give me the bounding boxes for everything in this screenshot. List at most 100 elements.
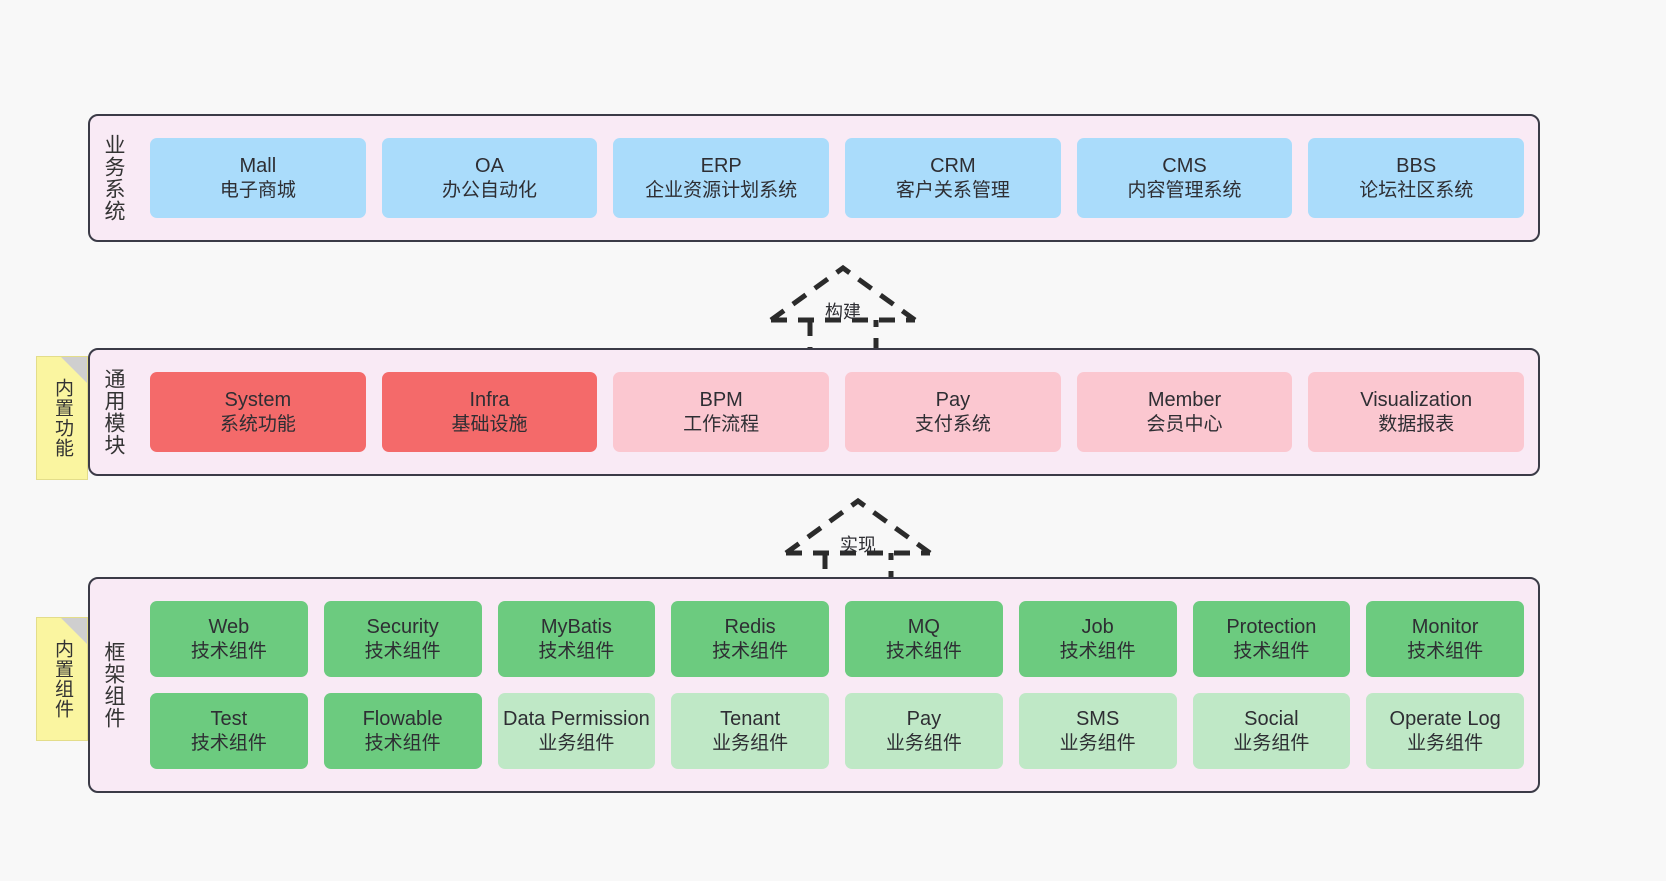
card-subtitle: 技术组件 bbox=[364, 732, 441, 754]
card-title: BBS bbox=[1396, 155, 1437, 178]
card-pay-module[interactable]: Pay 支付系统 bbox=[845, 372, 1061, 452]
card-bpm[interactable]: BPM 工作流程 bbox=[613, 372, 830, 452]
layer-body-framework: Web 技术组件 Security 技术组件 MyBatis 技术组件 Redi… bbox=[136, 579, 1538, 791]
layer-title-business: 业务系统 bbox=[102, 134, 126, 222]
card-social[interactable]: Social 业务组件 bbox=[1192, 693, 1351, 769]
card-pay-component[interactable]: Pay 业务组件 bbox=[845, 693, 1003, 769]
connector-implement: 实现 bbox=[778, 495, 938, 595]
card-subtitle: 会员中心 bbox=[1146, 413, 1223, 435]
card-title: SMS bbox=[1075, 708, 1120, 731]
card-subtitle: 技术组件 bbox=[190, 640, 267, 662]
card-infra[interactable]: Infra 基础设施 bbox=[381, 372, 598, 452]
card-title: Member bbox=[1147, 389, 1222, 412]
card-protection[interactable]: Protection 技术组件 bbox=[1192, 601, 1351, 677]
card-subtitle: 技术组件 bbox=[1407, 640, 1484, 662]
card-tenant[interactable]: Tenant 业务组件 bbox=[671, 693, 829, 769]
card-row: Web 技术组件 Security 技术组件 MyBatis 技术组件 Redi… bbox=[150, 601, 1524, 677]
card-subtitle: 办公自动化 bbox=[442, 179, 538, 201]
card-subtitle: 技术组件 bbox=[712, 640, 789, 662]
card-subtitle: 技术组件 bbox=[364, 640, 441, 662]
card-title: Monitor bbox=[1411, 616, 1479, 639]
card-title: Pay bbox=[906, 708, 942, 731]
card-monitor[interactable]: Monitor 技术组件 bbox=[1366, 601, 1524, 677]
layer-body-modules: System 系统功能 Infra 基础设施 BPM 工作流程 Pay 支付系统… bbox=[136, 350, 1538, 474]
card-title: Web bbox=[208, 616, 250, 639]
card-security[interactable]: Security 技术组件 bbox=[323, 601, 482, 677]
card-subtitle: 系统功能 bbox=[219, 413, 296, 435]
card-system[interactable]: System 系统功能 bbox=[150, 372, 366, 452]
note-label: 内置功能 bbox=[51, 378, 73, 458]
card-title: System bbox=[224, 389, 292, 412]
card-subtitle: 业务组件 bbox=[1059, 732, 1136, 754]
connector-build: 构建 bbox=[763, 262, 923, 362]
card-subtitle: 基础设施 bbox=[451, 413, 528, 435]
card-title: Security bbox=[366, 616, 439, 639]
card-subtitle: 业务组件 bbox=[712, 732, 789, 754]
card-row: Mall 电子商城 OA 办公自动化 ERP 企业资源计划系统 CRM 客户关系… bbox=[150, 138, 1525, 218]
card-subtitle: 论坛社区系统 bbox=[1359, 179, 1474, 201]
card-redis[interactable]: Redis 技术组件 bbox=[671, 601, 829, 677]
card-data-permission[interactable]: Data Permission 业务组件 bbox=[497, 693, 656, 769]
card-job[interactable]: Job 技术组件 bbox=[1018, 601, 1177, 677]
folded-corner-icon bbox=[61, 357, 87, 383]
card-title: Test bbox=[210, 708, 248, 731]
card-mq[interactable]: MQ 技术组件 bbox=[845, 601, 1003, 677]
card-flowable[interactable]: Flowable 技术组件 bbox=[323, 693, 482, 769]
card-subtitle: 数据报表 bbox=[1378, 413, 1455, 435]
card-web[interactable]: Web 技术组件 bbox=[150, 601, 308, 677]
card-subtitle: 业务组件 bbox=[1407, 732, 1484, 754]
card-title: Redis bbox=[724, 616, 776, 639]
layer-body-business: Mall 电子商城 OA 办公自动化 ERP 企业资源计划系统 CRM 客户关系… bbox=[136, 116, 1538, 240]
card-title: CMS bbox=[1162, 155, 1207, 178]
card-title: MQ bbox=[907, 616, 940, 639]
card-subtitle: 工作流程 bbox=[683, 413, 760, 435]
card-title: BPM bbox=[699, 389, 743, 412]
card-subtitle: 内容管理系统 bbox=[1127, 179, 1242, 201]
card-title: Protection bbox=[1226, 616, 1317, 639]
card-title: Pay bbox=[935, 389, 971, 412]
card-title: Flowable bbox=[362, 708, 443, 731]
card-subtitle: 企业资源计划系统 bbox=[645, 179, 798, 201]
card-test[interactable]: Test 技术组件 bbox=[150, 693, 308, 769]
card-subtitle: 客户关系管理 bbox=[895, 179, 1010, 201]
card-row: System 系统功能 Infra 基础设施 BPM 工作流程 Pay 支付系统… bbox=[150, 372, 1525, 452]
layer-common-modules: 通用模块 System 系统功能 Infra 基础设施 BPM 工作流程 Pay… bbox=[88, 348, 1540, 476]
card-title: CRM bbox=[930, 155, 976, 178]
layer-title-framework: 框架组件 bbox=[102, 641, 126, 729]
card-subtitle: 业务组件 bbox=[538, 732, 615, 754]
card-subtitle: 技术组件 bbox=[1233, 640, 1310, 662]
note-builtin-features: 内置功能 bbox=[36, 356, 88, 480]
card-subtitle: 技术组件 bbox=[885, 640, 962, 662]
card-title: Mall bbox=[239, 155, 277, 178]
card-operate-log[interactable]: Operate Log 业务组件 bbox=[1366, 693, 1524, 769]
card-title: Tenant bbox=[720, 708, 781, 731]
card-sms[interactable]: SMS 业务组件 bbox=[1018, 693, 1177, 769]
card-title: OA bbox=[475, 155, 504, 178]
card-title: Social bbox=[1244, 708, 1299, 731]
card-title: MyBatis bbox=[540, 616, 612, 639]
card-bbs[interactable]: BBS 论坛社区系统 bbox=[1308, 138, 1525, 218]
card-title: Operate Log bbox=[1389, 708, 1501, 731]
card-subtitle: 业务组件 bbox=[1233, 732, 1310, 754]
connector-implement-label: 实现 bbox=[840, 535, 876, 555]
card-member[interactable]: Member 会员中心 bbox=[1076, 372, 1293, 452]
connector-build-shape bbox=[769, 264, 917, 361]
card-title: ERP bbox=[700, 155, 742, 178]
card-crm[interactable]: CRM 客户关系管理 bbox=[845, 138, 1061, 218]
card-subtitle: 电子商城 bbox=[219, 179, 296, 201]
card-mall[interactable]: Mall 电子商城 bbox=[150, 138, 366, 218]
card-title: Data Permission bbox=[503, 708, 650, 731]
note-label: 内置组件 bbox=[51, 639, 73, 719]
card-visualization[interactable]: Visualization 数据报表 bbox=[1308, 372, 1525, 452]
card-title: Visualization bbox=[1360, 389, 1473, 412]
card-cms[interactable]: CMS 内容管理系统 bbox=[1076, 138, 1293, 218]
card-subtitle: 支付系统 bbox=[914, 413, 991, 435]
connector-build-label: 构建 bbox=[825, 302, 861, 322]
card-title: Infra bbox=[469, 389, 510, 412]
card-mybatis[interactable]: MyBatis 技术组件 bbox=[497, 601, 656, 677]
card-row: Test 技术组件 Flowable 技术组件 Data Permission … bbox=[150, 693, 1524, 769]
card-oa[interactable]: OA 办公自动化 bbox=[381, 138, 598, 218]
card-erp[interactable]: ERP 企业资源计划系统 bbox=[613, 138, 830, 218]
note-builtin-components: 内置组件 bbox=[36, 617, 88, 741]
